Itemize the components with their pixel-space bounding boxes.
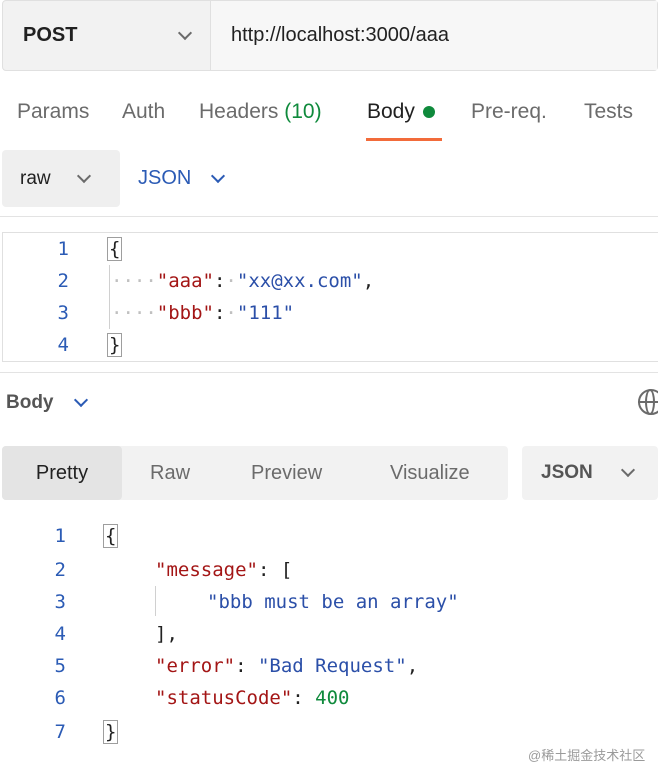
code-text: { (107, 237, 123, 261)
headers-count-badge: (10) (284, 100, 322, 123)
tab-params[interactable]: Params (17, 100, 89, 124)
line-number: 2 (54, 559, 66, 581)
tab-tests[interactable]: Tests (584, 100, 633, 124)
line-number: 4 (57, 334, 69, 356)
body-modified-dot-icon (422, 106, 435, 119)
code-line: 5 "error": "Bad Request", (0, 650, 658, 682)
tab-auth[interactable]: Auth (122, 100, 165, 124)
response-view-tabs: Pretty Raw Preview Visualize (2, 446, 508, 500)
code-text: } (103, 720, 119, 744)
code-line: 7 } (0, 716, 658, 748)
tab-pre-request-label: Pre-req. (471, 100, 547, 123)
code-line: 1 { (3, 233, 658, 265)
json-key: "statusCode" (155, 687, 293, 709)
view-tab-preview[interactable]: Preview (251, 446, 322, 500)
body-format-select[interactable]: JSON (138, 150, 226, 207)
indent-guide (155, 586, 156, 616)
code-line: 2 "message": [ (0, 554, 658, 586)
tab-body[interactable]: Body (367, 100, 435, 124)
divider (0, 372, 658, 373)
url-input[interactable]: http://localhost:3000/aaa (211, 1, 657, 70)
chevron-down-icon (177, 25, 193, 40)
response-body-viewer: 1 { 2 "message": [ 3 "bbb must be an arr… (0, 520, 658, 750)
method-label: POST (23, 24, 78, 46)
json-key: "bbb" (156, 302, 214, 324)
view-tab-pretty[interactable]: Pretty (2, 446, 122, 500)
code-line: 6 "statusCode": 400 (0, 682, 658, 714)
view-tab-raw[interactable]: Raw (150, 446, 190, 500)
tab-headers-label: Headers (199, 100, 279, 123)
line-number: 6 (54, 687, 66, 709)
globe-icon[interactable] (638, 389, 658, 415)
request-tabs: Params Auth Headers (10) Body Pre-req. T… (0, 90, 658, 142)
body-mode-select[interactable]: raw (2, 150, 120, 207)
line-number: 2 (57, 270, 69, 292)
tab-headers[interactable]: Headers (10) (199, 100, 322, 124)
json-key: "error" (155, 655, 236, 677)
method-select[interactable]: POST (3, 1, 211, 70)
tab-body-label: Body (367, 100, 415, 123)
line-number: 5 (54, 655, 66, 677)
request-bar: POST http://localhost:3000/aaa (2, 0, 658, 71)
code-line: 1 { (0, 520, 658, 552)
line-number: 3 (54, 591, 66, 613)
json-value: "xx@xx.com" (236, 270, 363, 292)
line-number: 3 (57, 302, 69, 324)
tab-params-label: Params (17, 100, 90, 123)
chevron-down-icon (73, 392, 88, 408)
response-format-select[interactable]: JSON (522, 446, 658, 500)
line-number: 1 (57, 238, 69, 260)
json-value: "bbb must be an array" (207, 591, 459, 613)
json-value: "Bad Request" (257, 655, 407, 677)
chevron-down-icon (76, 168, 91, 183)
indent-guide (109, 265, 110, 329)
json-punctuation: : [ (257, 559, 293, 581)
body-format-value: JSON (138, 167, 192, 189)
response-header-label: Body (6, 392, 54, 413)
json-value: "111" (236, 302, 295, 324)
code-line: 4 } (3, 329, 658, 361)
tab-auth-label: Auth (122, 100, 166, 123)
active-tab-indicator (366, 138, 442, 141)
view-tab-label: Preview (251, 461, 323, 484)
json-punctuation: , (362, 270, 375, 292)
code-line: 4 ], (0, 618, 658, 650)
view-tab-visualize[interactable]: Visualize (390, 446, 470, 500)
chevron-down-icon (211, 168, 226, 183)
watermark: @稀土掘金技术社区 (528, 748, 646, 763)
divider (0, 216, 658, 217)
code-line: 2 ····"aaa":·"xx@xx.com", (3, 265, 658, 297)
response-format-value: JSON (541, 462, 593, 483)
tab-pre-request[interactable]: Pre-req. (471, 100, 547, 124)
json-number: 400 (315, 687, 350, 709)
json-punctuation: ], (155, 623, 178, 645)
line-number: 1 (54, 525, 66, 547)
request-body-editor[interactable]: 1 { 2 ····"aaa":·"xx@xx.com", 3 ····"bbb… (2, 232, 658, 362)
body-mode-value: raw (20, 167, 51, 189)
json-key: "message" (155, 559, 258, 581)
url-text: http://localhost:3000/aaa (231, 24, 449, 46)
code-text: { (103, 524, 119, 548)
view-tab-label: Raw (150, 461, 191, 484)
line-number: 7 (54, 721, 66, 743)
code-line: 3 ····"bbb":·"111" (3, 297, 658, 329)
view-tab-label: Pretty (35, 461, 89, 484)
json-key: "aaa" (156, 270, 214, 292)
json-punctuation: , (406, 655, 419, 677)
line-number: 4 (54, 623, 66, 645)
code-text: } (107, 333, 123, 357)
chevron-down-icon (620, 462, 635, 478)
response-body-toggle[interactable]: Body (6, 386, 88, 420)
tab-tests-label: Tests (584, 100, 634, 123)
view-tab-label: Visualize (390, 461, 470, 484)
code-line: 3 "bbb must be an array" (0, 586, 658, 618)
